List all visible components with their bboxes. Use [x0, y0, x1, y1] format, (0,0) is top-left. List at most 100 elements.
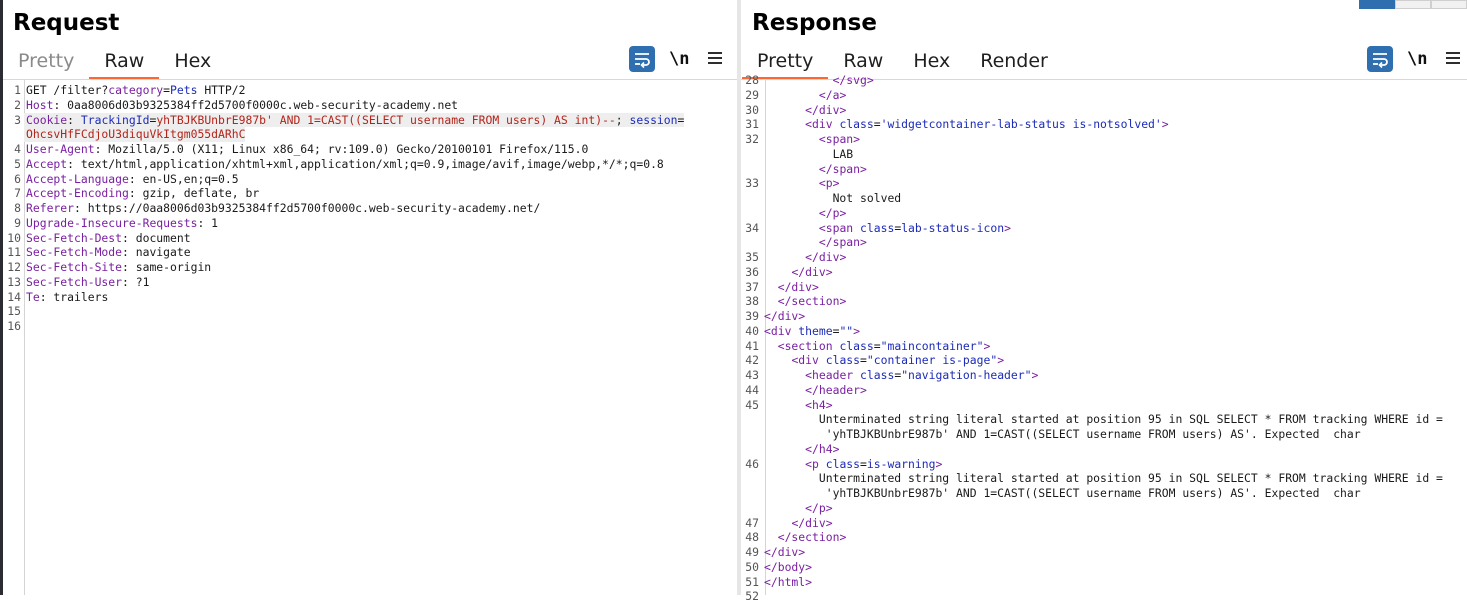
code-token — [764, 353, 791, 367]
line-content: </div> — [762, 265, 832, 280]
code-token: Sec-Fetch-Mode — [26, 245, 123, 260]
line-number: 44 — [745, 382, 759, 397]
code-token: : gzip, deflate, br — [128, 186, 260, 201]
code-line: 51</html> — [741, 575, 1467, 590]
code-token: </div> — [805, 250, 847, 264]
line-number: 48 — [745, 530, 759, 545]
line-number: 15 — [7, 304, 21, 319]
code-token — [764, 73, 833, 87]
code-token: <span> — [818, 132, 861, 146]
code-token: class — [825, 353, 861, 368]
code-token: > — [1161, 117, 1169, 132]
code-token — [764, 221, 819, 235]
code-token: : 1 — [197, 215, 219, 230]
line-number: 8 — [14, 201, 21, 215]
request-toolbar: \n — [629, 46, 723, 72]
code-token: Te — [26, 289, 40, 304]
layout-side-by-side-icon[interactable] — [1359, 0, 1395, 9]
layout-tabs-icon[interactable] — [1431, 0, 1467, 9]
hamburger-menu-icon[interactable] — [1445, 50, 1461, 69]
line-content: </div> — [762, 103, 846, 118]
tab-hex[interactable]: Hex — [174, 50, 212, 72]
code-token: class — [860, 368, 895, 382]
line-content: 'yhTBJKBUnbrE987b' AND 1=CAST((SELECT us… — [762, 427, 1361, 442]
pane-divider[interactable] — [737, 0, 741, 595]
line-content: <p class=is-warning> — [762, 457, 942, 472]
code-token: HTTP/2 — [197, 83, 246, 97]
code-line: 52 — [741, 589, 1467, 604]
line-content: OhcsvHfFCdjoU3diquVkItgm055dARhC — [24, 127, 246, 142]
line-number — [741, 412, 762, 427]
code-token: <p — [805, 456, 826, 471]
code-token — [764, 88, 819, 102]
code-token — [764, 294, 778, 308]
line-number: 46 — [745, 456, 759, 471]
layout-stacked-icon[interactable] — [1395, 0, 1431, 9]
line-content: Accept: text/html,application/xhtml+xml,… — [24, 157, 664, 172]
line-number: 7 — [14, 186, 21, 201]
line-content: </div> — [762, 280, 819, 295]
code-line: 41 <section class="maincontainer"> — [741, 339, 1467, 354]
show-newlines-button[interactable]: \n — [1407, 49, 1428, 69]
tab-pretty[interactable]: Pretty — [742, 48, 829, 80]
code-token: = — [873, 117, 881, 132]
line-content: </body> — [762, 560, 812, 575]
code-token: = — [163, 83, 171, 97]
code-token: : document — [122, 230, 191, 245]
code-token: "" — [839, 323, 854, 338]
line-number: 43 — [745, 368, 759, 382]
line-content: </h4> — [762, 442, 839, 457]
code-token — [764, 442, 805, 456]
code-token: </section> — [777, 294, 847, 309]
code-token: <section — [777, 338, 840, 353]
line-number: 29 — [745, 87, 759, 102]
hamburger-menu-icon[interactable] — [707, 50, 723, 69]
request-line-gutter — [3, 80, 25, 595]
code-token: = — [832, 323, 840, 338]
line-number: 4 — [14, 142, 21, 156]
line-content: </div> — [762, 516, 832, 531]
code-token: Not solved — [764, 191, 902, 205]
tab-pretty[interactable]: Pretty — [18, 50, 75, 72]
code-token: </span> — [818, 161, 867, 176]
code-token: Sec-Fetch-Site — [26, 260, 123, 274]
code-token — [764, 235, 819, 249]
tab-render[interactable]: Render — [980, 50, 1048, 72]
code-token: Accept — [26, 156, 68, 171]
line-content: <span class=lab-status-icon> — [762, 221, 1011, 236]
line-number: 38 — [745, 294, 759, 309]
line-number: 36 — [745, 264, 759, 279]
text-wrap-icon[interactable] — [1367, 46, 1393, 72]
tab-hex[interactable]: Hex — [913, 50, 951, 72]
code-token — [764, 516, 791, 530]
line-content: Accept-Encoding: gzip, deflate, br — [24, 186, 259, 201]
response-tabs: Pretty Raw Hex Render — [742, 48, 1063, 80]
code-token: User-Agent — [26, 142, 95, 156]
code-line: </p> — [741, 206, 1467, 221]
request-tabs: Pretty Raw Hex — [3, 48, 226, 80]
line-content: Unterminated string literal started at p… — [762, 412, 1443, 427]
tab-raw[interactable]: Raw — [843, 50, 884, 72]
code-token: "maincontainer" — [880, 338, 984, 353]
text-wrap-icon[interactable] — [629, 46, 655, 72]
layout-toggle[interactable] — [1359, 0, 1467, 9]
code-token: <header — [805, 368, 861, 382]
line-content: <span> — [762, 132, 860, 147]
line-content: </div> — [762, 250, 846, 265]
show-newlines-button[interactable]: \n — [669, 49, 690, 69]
code-token: : en-US,en;q=0.5 — [128, 171, 239, 186]
response-editor[interactable]: 28 </svg>29 </a>30 </div>31 <div class='… — [741, 73, 1467, 603]
line-content: Host: 0aa8006d03b9325384ff2d5700f0000c.w… — [24, 98, 458, 113]
code-token: class — [825, 456, 861, 471]
line-number — [741, 486, 762, 501]
tab-raw[interactable]: Raw — [89, 48, 160, 80]
code-token: : same-origin — [122, 260, 212, 274]
response-toolbar: \n — [1367, 46, 1461, 72]
line-number: 16 — [7, 319, 21, 333]
code-token — [764, 530, 778, 544]
line-content: LAB — [762, 147, 854, 162]
code-line: LAB — [741, 147, 1467, 162]
